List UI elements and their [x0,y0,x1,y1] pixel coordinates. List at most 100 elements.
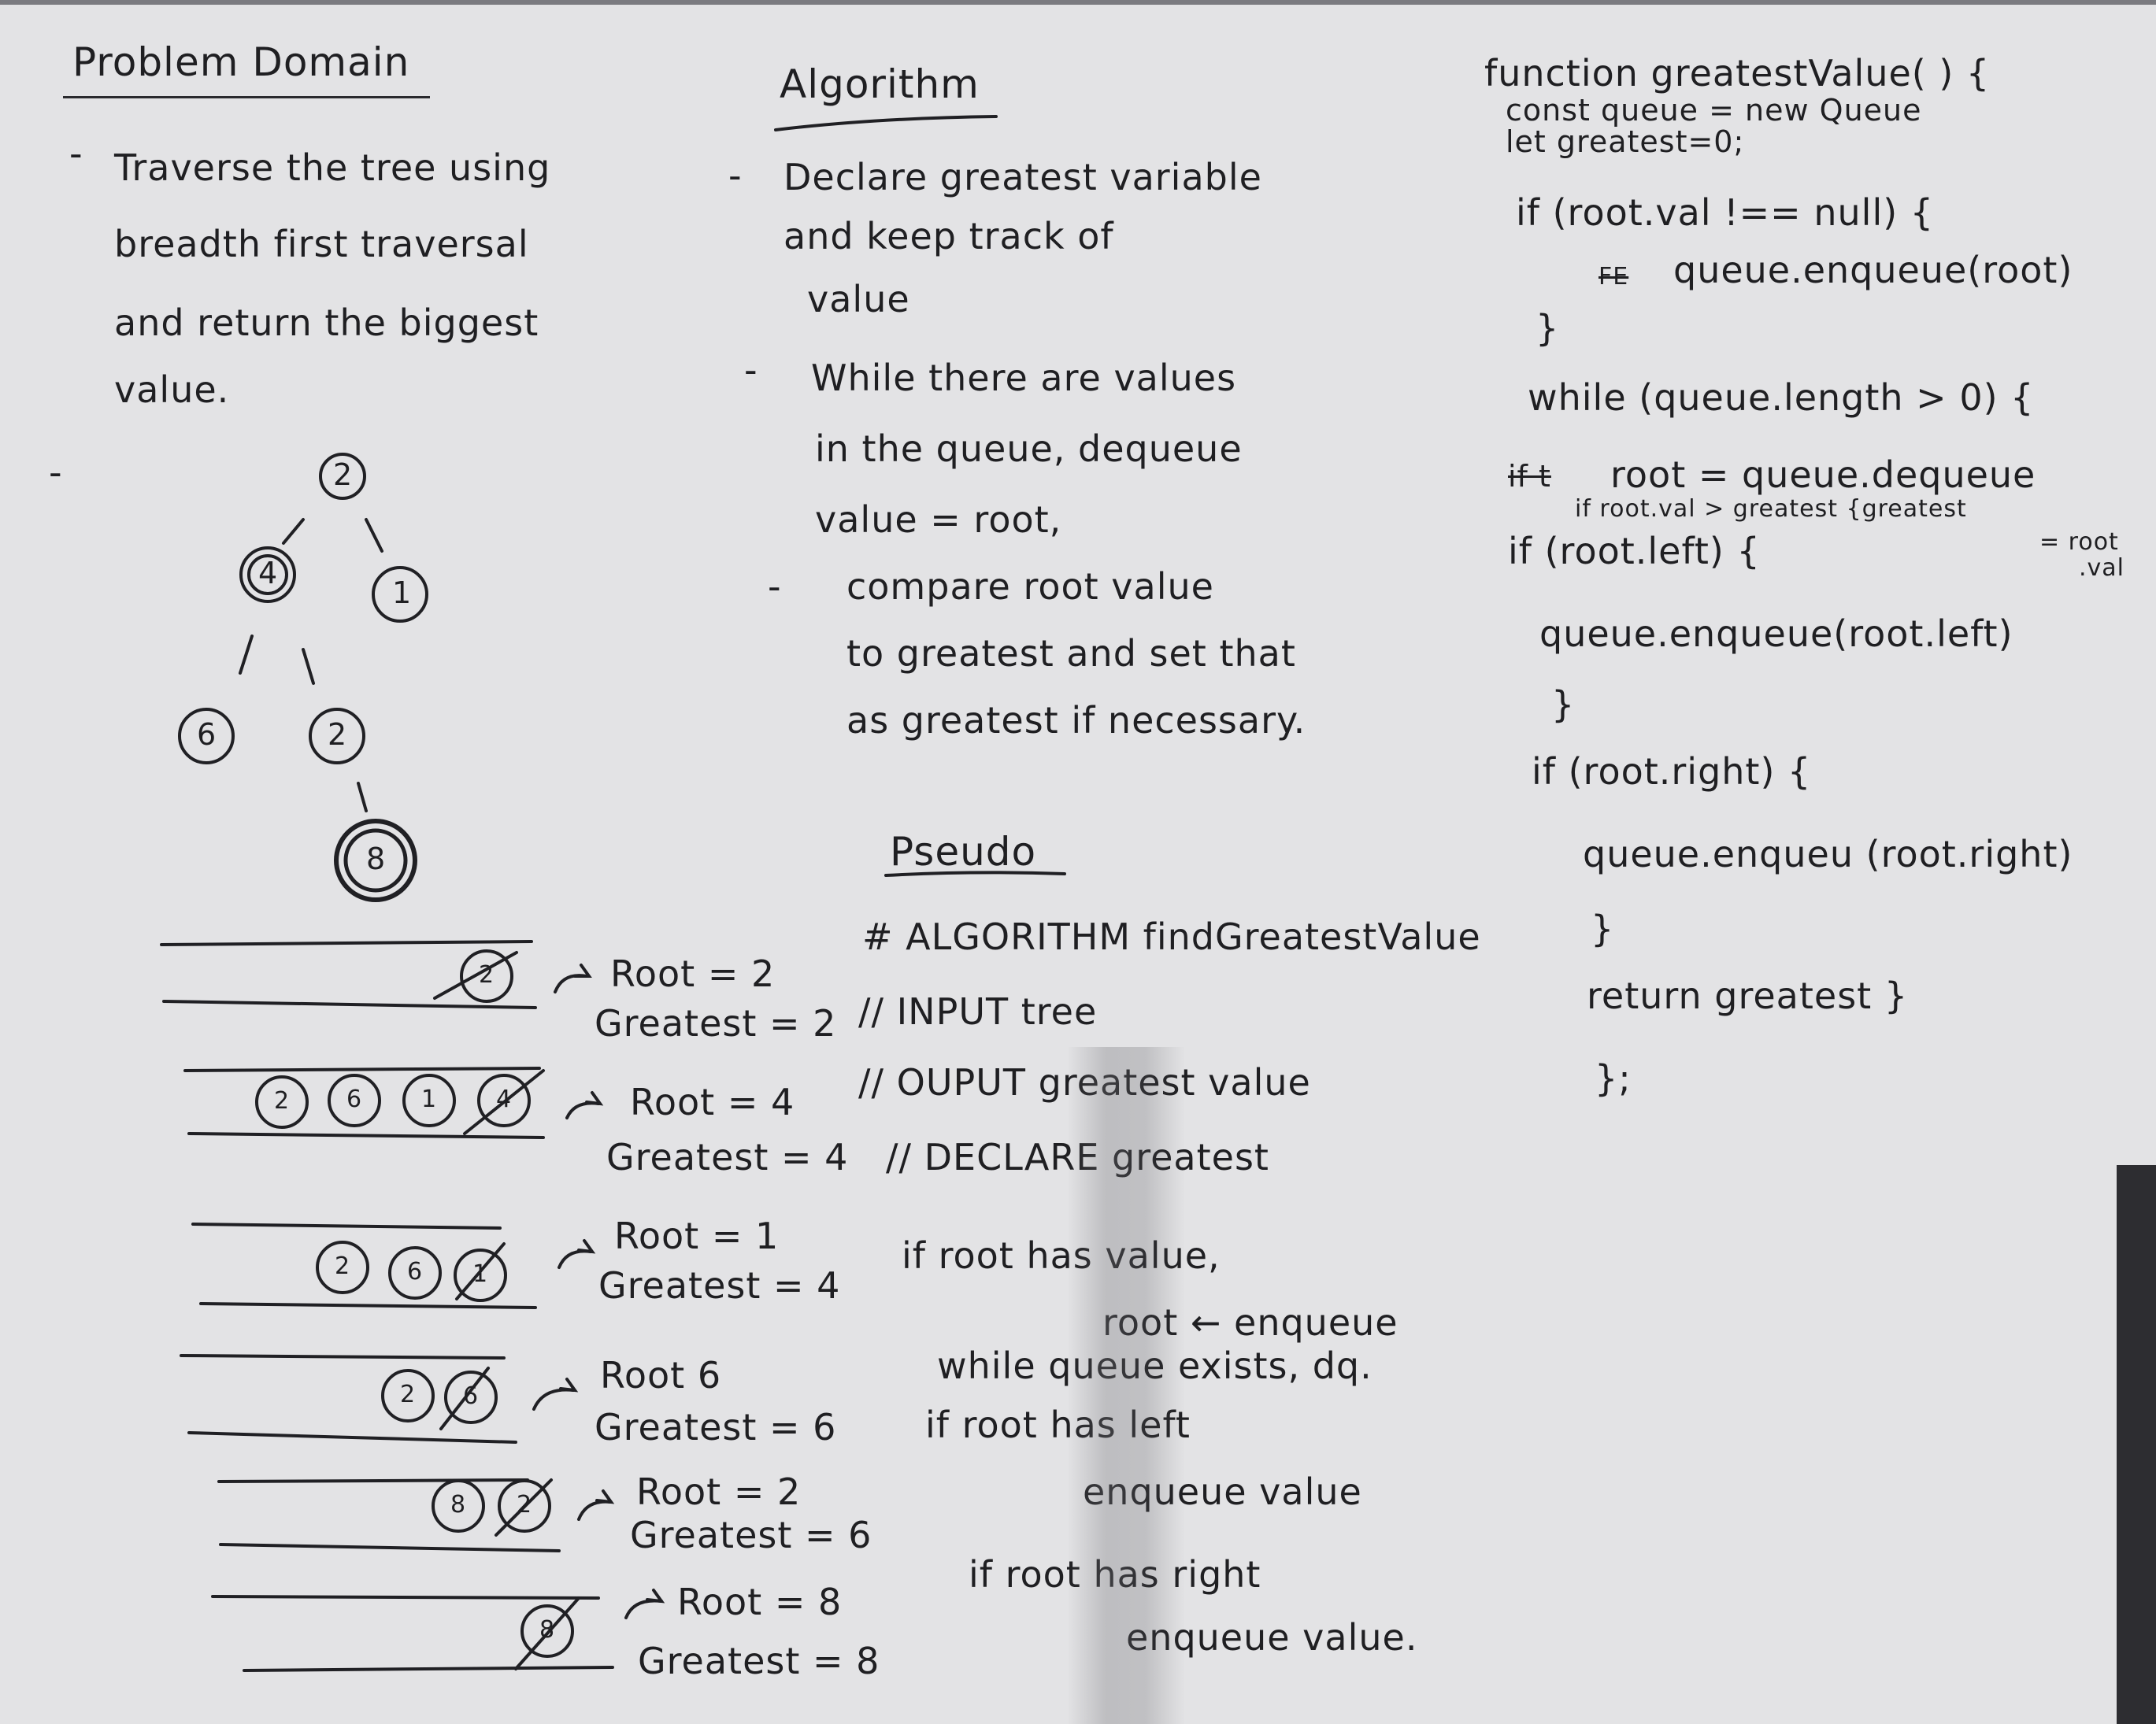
algorithm-line: and keep track of [783,215,1114,257]
arrow-icon [565,1101,600,1119]
pseudo-line: if root has left [925,1404,1191,1446]
queue-line [243,1666,614,1672]
pseudo-line: # ALGORITHM findGreatestValue [862,916,1481,958]
tree-node-circle [372,566,428,623]
code-line: queue.enqueu (root.right) [1583,833,2073,875]
queue-item-circle [316,1241,369,1294]
code-line: return greatest } [1587,975,1909,1017]
pseudo-line: if root has right [969,1553,1261,1596]
pseudo-underline [884,871,1066,877]
bullet-dash: - [768,565,782,608]
queue-item-circle [432,1479,485,1533]
bullet-dash: - [744,349,758,391]
queue-line [160,940,533,946]
algorithm-line: Declare greatest variable [783,156,1262,198]
arrow-icon [559,1378,579,1393]
queue-line [183,1067,541,1072]
code-line: } [1536,307,1560,350]
arrow-icon [532,1388,575,1411]
code-line: function greatestValue( ) { [1484,52,1991,94]
algorithm-line: as greatest if necessary. [846,699,1306,742]
pseudo-line: enqueue value. [1126,1616,1418,1659]
queue-item-value: 6 [463,1382,480,1410]
problem-line: value. [114,368,230,411]
arrow-icon [573,964,592,978]
tree-node-circle [239,546,296,603]
strike-mark [433,951,518,1000]
queue-item-value: 2 [517,1491,533,1519]
bullet-dash: - [69,132,83,175]
queue-item-value: 6 [407,1258,424,1286]
arrow-icon [585,1091,604,1106]
arrow-icon [595,1489,615,1504]
queue-line [219,1543,561,1552]
pseudo-heading: Pseudo [890,829,1037,875]
strike-mark [439,1367,490,1430]
queue-line [162,1000,537,1009]
strike-mark [455,1242,506,1300]
queue-line [187,1431,517,1444]
root-annotation: Root = 4 [630,1081,795,1123]
queue-item-value: 2 [335,1252,351,1280]
root-annotation: Root = 2 [610,953,776,995]
pseudo-line: enqueue value [1083,1471,1362,1513]
greatest-annotation: Greatest = 4 [598,1264,841,1307]
queue-item-value: 8 [539,1616,556,1644]
tree-edge [365,518,383,553]
problem-line: breadth first traversal [114,223,529,265]
arrow-icon [577,1500,612,1521]
algorithm-line: While there are values [811,357,1237,399]
queue-line [191,1223,502,1230]
tree-node-circle [309,708,365,764]
tree-edge [357,782,368,812]
code-line: root = queue.dequeue [1610,453,2036,496]
greatest-annotation: Greatest = 6 [630,1514,872,1556]
queue-item-value: 1 [472,1260,489,1288]
code-line: .val [2079,554,2125,582]
code-line: }; [1595,1057,1632,1100]
algorithm-line: compare root value [846,565,1214,608]
pseudo-line: // OUPUT greatest value [858,1061,1311,1104]
tree-edge [302,648,315,685]
tree-node-circle [319,453,366,500]
root-annotation: Root = 8 [677,1581,843,1623]
pseudo-line: while queue exists, dq. [937,1345,1373,1387]
queue-item-circle [454,1249,507,1302]
greatest-annotation: Greatest = 2 [595,1002,837,1045]
tree-node-circle [334,819,417,902]
queue-item-circle [444,1371,498,1424]
code-line: let greatest=0; [1506,124,1745,159]
root-annotation: Root 6 [600,1354,722,1397]
algorithm-heading: Algorithm [780,61,980,107]
code-line: } [1551,683,1576,726]
tree-node-value: 6 [197,717,217,752]
code-line: if (root.val !== null) { [1516,191,1935,234]
greatest-annotation: Greatest = 4 [606,1136,849,1178]
queue-item-value: 1 [421,1086,438,1113]
code-line: while (queue.length > 0) { [1528,376,2035,419]
tree-node-value: 1 [392,575,413,610]
pseudo-line: // INPUT tree [858,990,1098,1033]
pseudo-line: root ← enqueue [1102,1301,1398,1344]
algorithm-line: value [807,278,910,320]
strike-mark [514,1596,580,1670]
queue-line [180,1354,506,1360]
queue-item-circle [498,1479,551,1533]
arrow-icon [554,974,588,993]
struck-text: if t [1508,459,1551,494]
tree-node-value: 8 [366,842,387,876]
algorithm-line: in the queue, dequeue [815,427,1243,470]
root-annotation: Root = 2 [636,1471,802,1513]
algorithm-line: value = root, [815,498,1062,541]
queue-line [187,1132,545,1139]
tree-node-circle [343,828,408,893]
code-line: if (root.right) { [1532,750,1812,793]
queue-item-value: 2 [400,1381,417,1408]
queue-line [217,1478,529,1483]
tree-edge [239,634,254,675]
queue-item-value: 2 [479,961,495,989]
algorithm-underline [774,115,998,131]
tree-node-circle [247,554,288,595]
tree-edge [282,518,305,545]
